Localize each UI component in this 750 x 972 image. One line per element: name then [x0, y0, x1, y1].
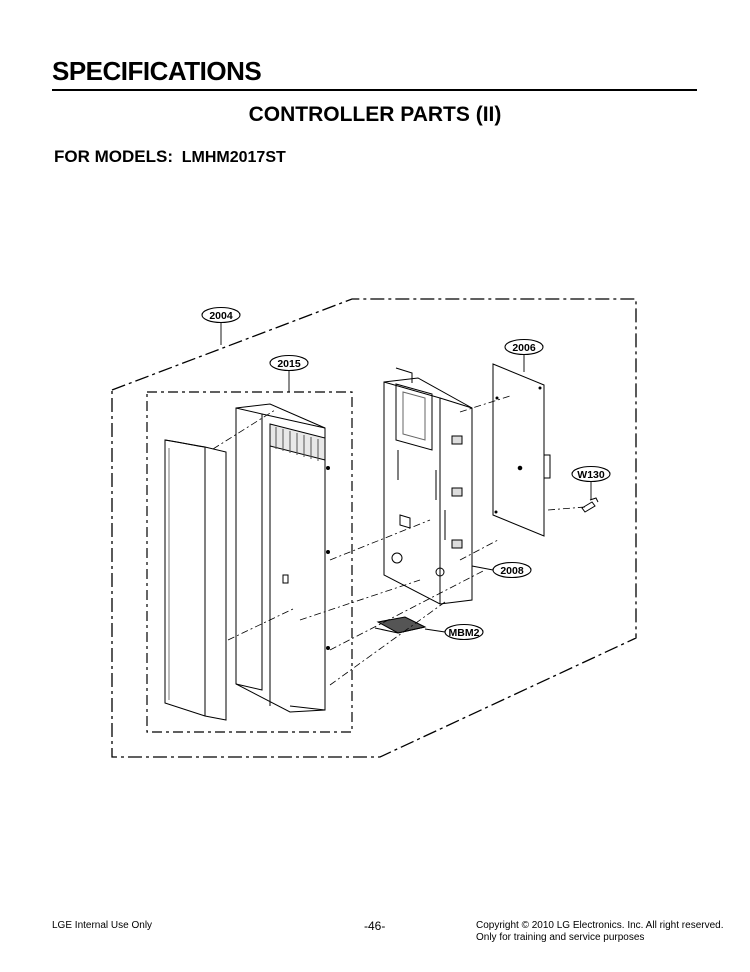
screw-part [581, 497, 599, 513]
front-cover-part [164, 439, 227, 721]
callout-2006: 2006 [512, 342, 536, 354]
models-line: FOR MODELS: LMHM2017ST [54, 147, 286, 167]
connector-part [374, 616, 427, 634]
callout-mbm2: MBM2 [449, 627, 480, 639]
pcb-board-part [492, 363, 551, 537]
section-title: SPECIFICATIONS [52, 56, 262, 86]
models-label: FOR MODELS: [54, 147, 173, 166]
footer-copyright: Copyright © 2010 LG Electronics. Inc. Al… [476, 920, 723, 944]
copyright-line-2: Only for training and service purposes [476, 932, 645, 943]
callout-2015: 2015 [277, 358, 301, 370]
callout-2015-bubble [269, 354, 309, 372]
callout-w130-bubble [571, 465, 611, 483]
inner-assembly-boundary [146, 391, 353, 733]
footer-internal-use: LGE Internal Use Only [52, 920, 153, 931]
page-number: -46- [364, 919, 386, 933]
front-frame-part [235, 403, 330, 713]
header-rule [52, 89, 697, 91]
callout-2004: 2004 [209, 310, 233, 322]
controller-case-part [383, 367, 473, 605]
model-number: LMHM2017ST [181, 149, 286, 166]
outer-assembly-boundary [111, 298, 637, 758]
callout-w130: W130 [577, 469, 605, 481]
callout-2006-bubble [504, 338, 544, 356]
callout-2004-bubble [201, 306, 241, 324]
page-subtitle: CONTROLLER PARTS (II) [248, 103, 502, 126]
callout-2008: 2008 [500, 565, 524, 577]
copyright-line-1: Copyright © 2010 LG Electronics. Inc. Al… [476, 920, 724, 931]
